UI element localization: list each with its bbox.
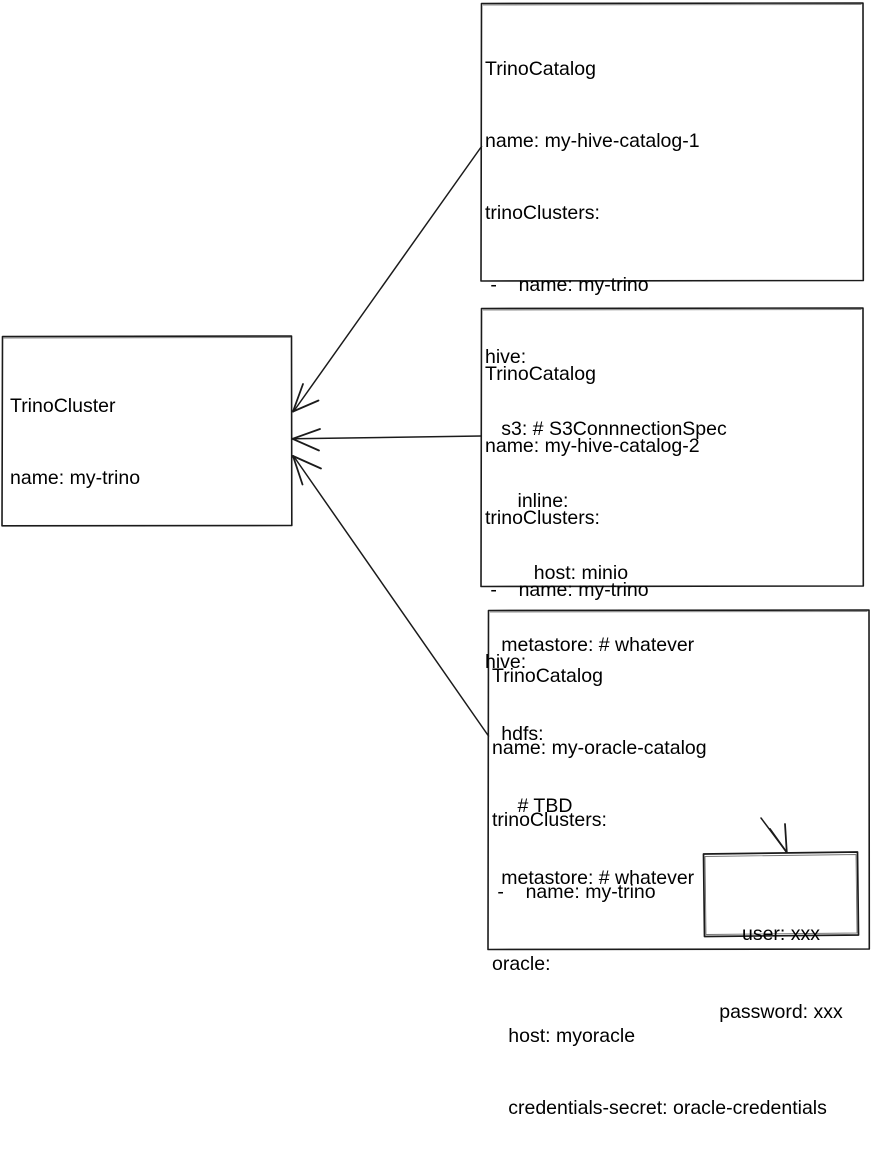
- catalog-hive-2-line-2: trinoClusters:: [485, 507, 600, 529]
- trino-cluster-text: TrinoCluster name: my-trino: [10, 346, 140, 538]
- catalog-hive-2-line-0: TrinoCatalog: [485, 363, 596, 385]
- catalog-oracle-line-0: TrinoCatalog: [492, 665, 603, 687]
- catalog-hive-2-line-7: metastore: # whatever: [485, 867, 695, 889]
- catalog-oracle-line-6: credentials-secret: oracle-credentials: [492, 1097, 827, 1119]
- edge-credentials-secret-reference: [760, 817, 788, 854]
- diagram-canvas: TrinoCluster name: my-trino TrinoCatalog…: [1, 2, 871, 1119]
- trino-catalog-hive-2-text: TrinoCatalog name: my-hive-catalog-2 tri…: [485, 314, 700, 938]
- trino-catalog-oracle-box-outline: [487, 609, 871, 951]
- trino-cluster-line-1: name: my-trino: [10, 467, 141, 489]
- oracle-credentials-secret-box-outline: [702, 851, 860, 938]
- secret-line-0: user: xxx: [741, 923, 821, 945]
- secret-line-1: password: xxx: [719, 1001, 843, 1023]
- edge-oracle-catalog-to-cluster: [292, 455, 490, 737]
- catalog-hive-1-line-4: hive:: [485, 346, 527, 368]
- catalog-hive-2-line-3: - name: my-trino: [485, 579, 649, 601]
- trino-catalog-2-box-outline: [480, 307, 865, 588]
- trino-catalog-hive-1-node[interactable]: TrinoCatalog name: my-hive-catalog-1 tri…: [481, 3, 863, 656]
- catalog-hive-2-line-6: # TBD: [485, 795, 573, 817]
- trino-cluster-box-outline: [1, 335, 293, 527]
- catalog-oracle-line-2: trinoClusters:: [492, 809, 607, 831]
- trino-cluster-node[interactable]: TrinoCluster name: my-trino: [2, 336, 292, 526]
- oracle-credentials-secret-node[interactable]: user: xxx password: xxx: [703, 852, 859, 1023]
- catalog-hive-1-line-6: inline:: [485, 490, 569, 512]
- catalog-hive-2-line-4: hive:: [485, 651, 527, 673]
- trino-cluster-line-0: TrinoCluster: [10, 395, 116, 417]
- trino-catalog-hive-2-node[interactable]: TrinoCatalog name: my-hive-catalog-2 tri…: [481, 308, 863, 889]
- catalog-hive-1-line-5: s3: # S3ConnnectionSpec: [485, 418, 727, 440]
- connector-layer: [1, 2, 871, 951]
- catalog-oracle-line-1: name: my-oracle-catalog: [492, 737, 707, 759]
- trino-catalog-hive-1-text: TrinoCatalog name: my-hive-catalog-1 tri…: [485, 9, 727, 705]
- edge-hive-catalog-1-to-cluster: [292, 145, 483, 413]
- catalog-hive-1-line-2: trinoClusters:: [485, 202, 600, 224]
- edge-hive-catalog-2-to-cluster: [291, 428, 482, 452]
- catalog-hive-2-line-5: hdfs:: [485, 723, 544, 745]
- catalog-hive-1-line-8: metastore: # whatever: [485, 634, 695, 656]
- catalog-hive-1-line-1: name: my-hive-catalog-1: [485, 130, 700, 152]
- catalog-hive-2-line-1: name: my-hive-catalog-2: [485, 435, 700, 457]
- catalog-hive-1-line-0: TrinoCatalog: [485, 58, 596, 80]
- catalog-hive-1-line-3: - name: my-trino: [485, 274, 649, 296]
- catalog-oracle-line-3: - name: my-trino: [492, 881, 656, 903]
- oracle-credentials-secret-text: user: xxx password: xxx: [703, 869, 859, 1077]
- trino-catalog-1-box-outline: [480, 2, 865, 282]
- catalog-hive-1-line-7: host: minio: [485, 562, 629, 584]
